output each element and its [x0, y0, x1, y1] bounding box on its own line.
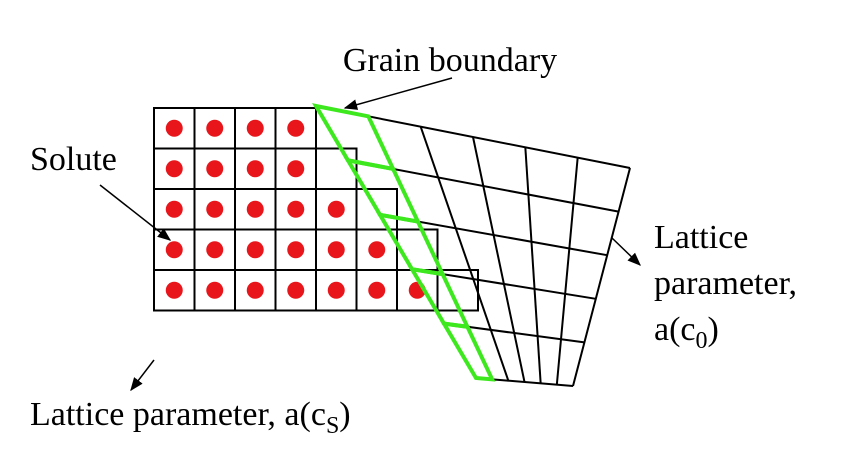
solute-dot: [246, 241, 264, 259]
solute-dot: [287, 200, 305, 218]
lattice-line: [472, 136, 526, 383]
boundary-cell: [344, 157, 422, 225]
solute-dot: [246, 200, 264, 218]
right-label-subscript: 0: [696, 328, 708, 354]
solute-dot: [327, 200, 345, 218]
lattice-line: [555, 157, 579, 385]
bottom-label-subscript: S: [326, 413, 339, 439]
lattice-line: [572, 167, 631, 387]
lattice-line: [524, 147, 542, 384]
solute-dot: [206, 160, 224, 178]
solute-atoms: [165, 119, 426, 299]
solute-dot: [287, 281, 305, 299]
bottom-label-prefix: Lattice parameter, a(c: [30, 396, 326, 433]
solute-dot: [287, 241, 305, 259]
right-label-line1: Lattice: [654, 219, 748, 256]
solute-dot: [287, 119, 305, 137]
right-label-suffix: ): [708, 311, 719, 348]
right-lattice-arrow: [611, 237, 641, 266]
grain-boundary-label: Grain boundary: [343, 42, 557, 79]
right-label-line3: a(c0): [654, 311, 719, 354]
solute-dot: [165, 241, 183, 259]
solute-arrow: [99, 184, 172, 241]
solute-dot: [327, 281, 345, 299]
solute-dot: [206, 119, 224, 137]
host-lattice-grid: [315, 105, 631, 387]
bottom-lattice-arrow: [130, 359, 155, 392]
grain-boundary-arrow: [343, 77, 453, 110]
grain-boundary-cells: [312, 103, 496, 382]
solute-lattice-grid: [153, 107, 479, 312]
solute-label: Solute: [30, 141, 117, 178]
solute-dot: [327, 241, 345, 259]
solute-dot: [246, 160, 264, 178]
solute-dot: [246, 281, 264, 299]
solute-dot: [368, 241, 386, 259]
solute-dot: [165, 281, 183, 299]
solute-dot: [206, 281, 224, 299]
boundary-cell: [440, 321, 496, 382]
right-label-line2: parameter,: [654, 265, 797, 302]
solute-dot: [368, 281, 386, 299]
boundary-cell: [312, 103, 397, 172]
solute-dot: [287, 160, 305, 178]
lattice-line: [419, 126, 510, 381]
solute-dot: [165, 160, 183, 178]
solute-dot: [165, 200, 183, 218]
right-label-prefix: a(c: [654, 311, 696, 348]
solute-dot: [246, 119, 264, 137]
bottom-label: Lattice parameter, a(cS): [30, 396, 351, 439]
solute-dot: [206, 241, 224, 259]
lattice-cell: [315, 147, 358, 190]
solute-dot: [165, 119, 183, 137]
solute-dot: [206, 200, 224, 218]
bottom-label-suffix: ): [339, 396, 350, 433]
